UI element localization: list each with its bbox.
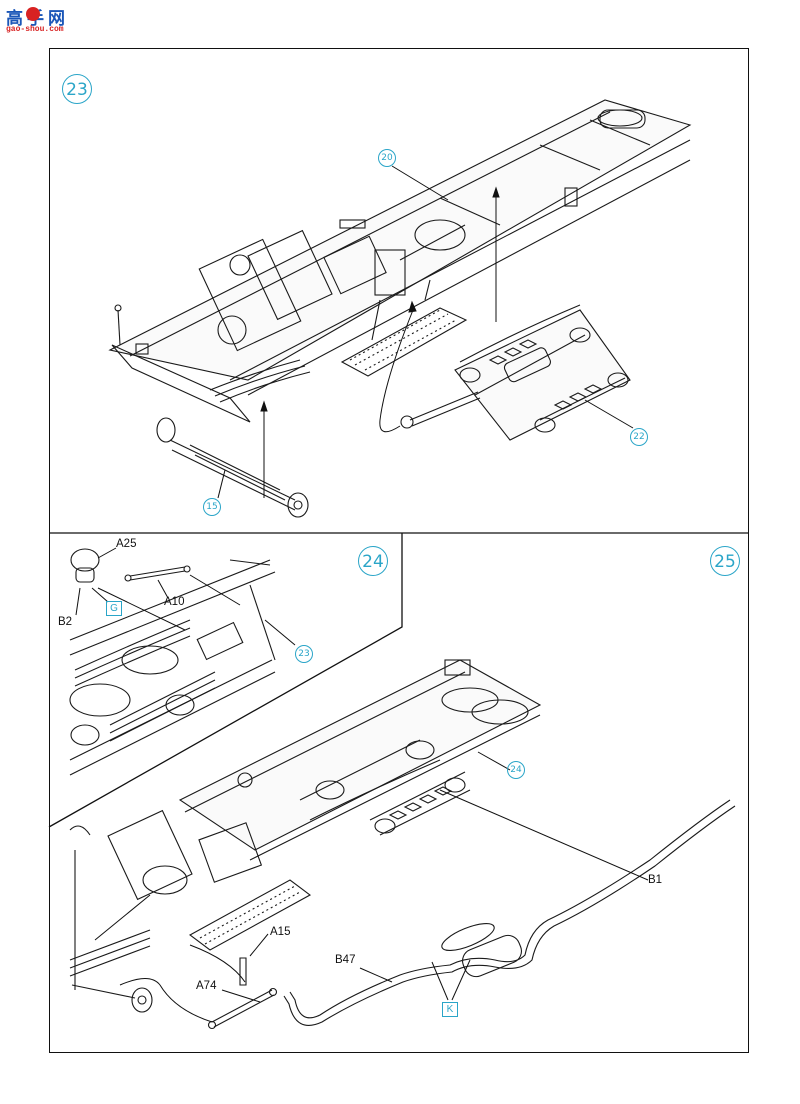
sprue-tag-g: G bbox=[106, 601, 122, 616]
leader-g bbox=[91, 587, 109, 603]
step-number-23: 23 bbox=[62, 74, 92, 104]
arrow-b2 bbox=[97, 587, 186, 631]
instruction-frame bbox=[49, 48, 749, 1053]
leader-a15 bbox=[249, 933, 269, 957]
arrow-a74 bbox=[119, 978, 213, 1023]
leader-a10 bbox=[157, 579, 169, 599]
ref-22: 22 bbox=[630, 428, 648, 446]
leader-k2 bbox=[451, 959, 471, 1001]
watermark-mark bbox=[26, 7, 40, 21]
leader-b47 bbox=[359, 967, 393, 983]
arrow-a10 bbox=[189, 574, 241, 606]
ref-23: 23 bbox=[295, 645, 313, 663]
step23-front-axle bbox=[156, 417, 309, 518]
ref-20: 20 bbox=[378, 149, 396, 167]
part-label-b2: B2 bbox=[58, 616, 73, 628]
arrow-a15 bbox=[189, 944, 246, 983]
step23-chassis bbox=[108, 99, 692, 423]
leader-a74 bbox=[221, 989, 261, 1003]
divider-24 bbox=[48, 533, 403, 828]
leader-23 bbox=[264, 619, 296, 646]
leader-15 bbox=[217, 469, 226, 499]
watermark-logo: 高手网 gao-shou.com bbox=[4, 4, 70, 36]
ref-15: 15 bbox=[203, 498, 221, 516]
leader-k1 bbox=[431, 961, 449, 1001]
leader-a25 bbox=[97, 547, 117, 559]
part-label-a10: A10 bbox=[164, 596, 185, 608]
ref-24: 24 bbox=[507, 761, 525, 779]
step24-detail bbox=[69, 548, 276, 776]
part-label-a15: A15 bbox=[270, 926, 291, 938]
leader-22 bbox=[584, 399, 634, 429]
leader-b2 bbox=[75, 587, 81, 616]
step25-chassis bbox=[69, 659, 736, 1030]
step23-rear-bogie bbox=[400, 304, 631, 441]
arrow-shaft bbox=[379, 309, 414, 433]
part-label-b47: B47 bbox=[335, 954, 356, 966]
watermark-url: gao-shou.com bbox=[6, 25, 64, 34]
part-label-a74: A74 bbox=[196, 980, 217, 992]
leader-20 bbox=[391, 165, 449, 201]
leader-b1 bbox=[439, 789, 649, 881]
leader-24 bbox=[477, 751, 511, 771]
step-number-25: 25 bbox=[710, 546, 740, 576]
sprue-tag-k: K bbox=[442, 1002, 458, 1017]
part-label-a25: A25 bbox=[116, 538, 137, 550]
part-label-b1: B1 bbox=[648, 874, 663, 886]
step-number-24: 24 bbox=[358, 546, 388, 576]
arrow-engine bbox=[94, 894, 151, 941]
